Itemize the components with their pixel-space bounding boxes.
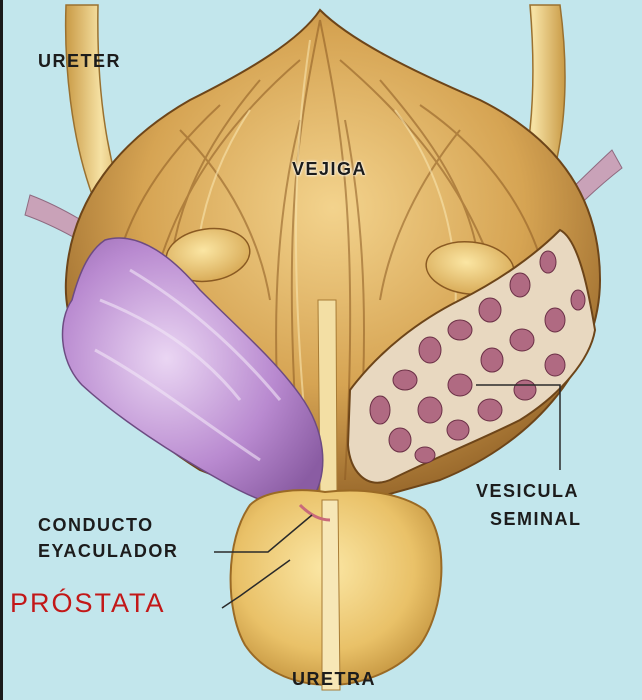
label-seminal: SEMINAL <box>490 509 582 529</box>
vesicle-right-chambers <box>369 250 586 464</box>
label-uretra: URETRA <box>292 669 376 689</box>
label-vejiga: VEJIGA <box>292 159 368 179</box>
label-vesicula: VESICULA <box>476 481 580 501</box>
urethra-through-prostate <box>321 499 341 691</box>
seminal-vesicle-right <box>346 228 597 484</box>
vesicle-left-folds <box>94 268 282 462</box>
label-prostata: PRÓSTATA <box>10 588 166 618</box>
label-ureter: URETER <box>38 51 122 71</box>
leader-lines <box>214 384 561 609</box>
label-conducto: CONDUCTO <box>38 515 154 535</box>
ejaculatory-duct-mark <box>298 503 331 522</box>
label-eyaculador: EYACULADOR <box>38 541 179 561</box>
frame-edge <box>0 0 3 700</box>
